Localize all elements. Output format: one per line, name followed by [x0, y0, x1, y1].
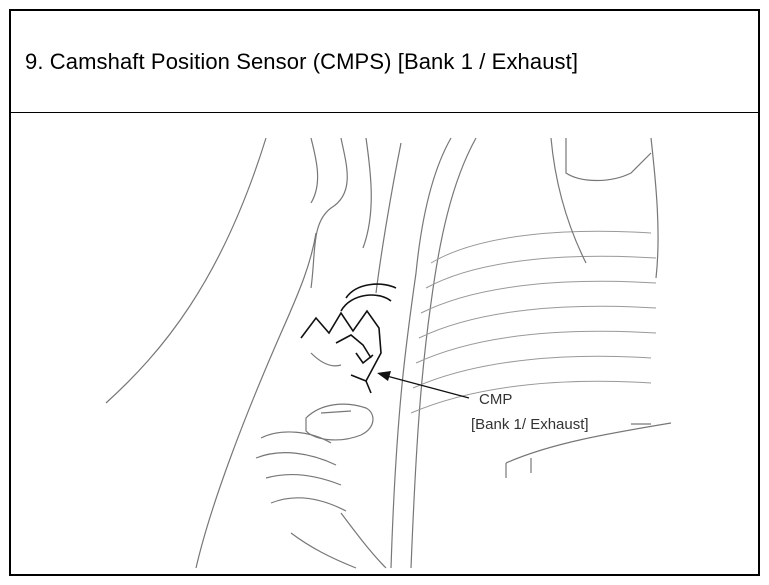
diagram-title: 9. Camshaft Position Sensor (CMPS) [Bank…: [25, 49, 579, 74]
cmp-sensor: [300, 283, 397, 394]
pulley-arc-1: [390, 137, 452, 569]
engine-illustration: CMP [Bank 1/ Exhaust]: [11, 113, 758, 574]
diagram-header: 9. Camshaft Position Sensor (CMPS) [Bank…: [11, 11, 758, 113]
diagram-frame: 9. Camshaft Position Sensor (CMPS) [Bank…: [9, 9, 760, 576]
callout-label-line1: CMP: [479, 391, 512, 408]
outer-housing-curve: [105, 137, 267, 404]
upper-bracket: [565, 138, 652, 182]
engine-drawing: CMP [Bank 1/ Exhaust]: [105, 137, 672, 569]
mid-housing-curve: [195, 232, 317, 569]
callout-label-line2: [Bank 1/ Exhaust]: [471, 416, 589, 433]
cover-edge-curve: [310, 137, 348, 289]
leader-line: [382, 374, 470, 399]
leader-arrowhead: [377, 371, 391, 381]
pulley-arc-2: [410, 137, 477, 569]
connector-clip: [305, 403, 374, 441]
